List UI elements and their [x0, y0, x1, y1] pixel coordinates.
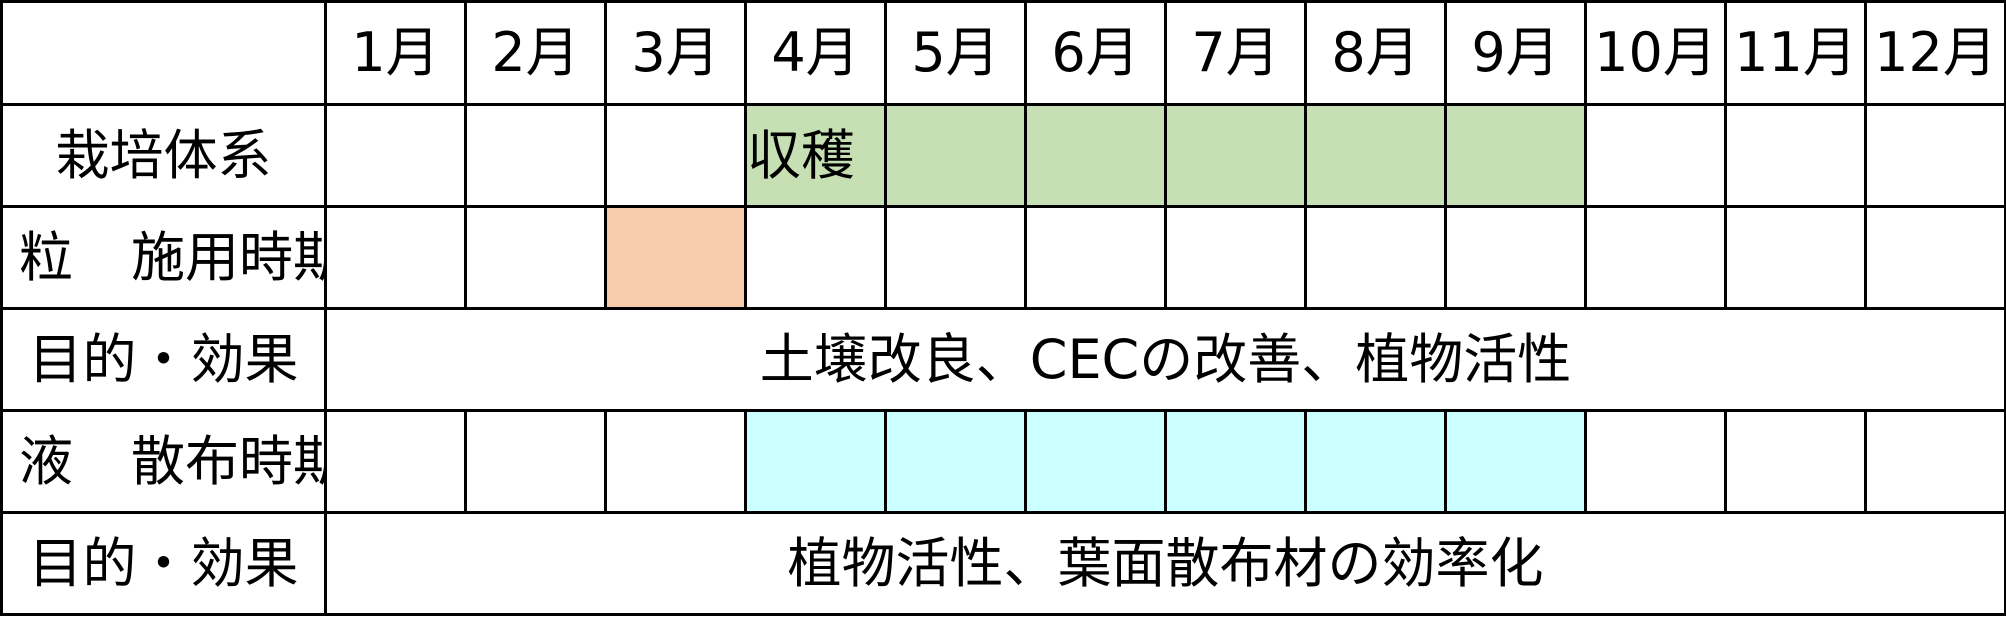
harvest-period-cell: [1164, 103, 1307, 208]
schedule-cell: [1864, 205, 2006, 310]
liquid-purpose-text: 植物活性、葉面散布材の効率化: [324, 511, 2006, 616]
month-header-cell: 1月: [324, 0, 467, 106]
month-header-cell: 9月: [1444, 0, 1587, 106]
row-label-liquid-spray: 液散布時期: [0, 409, 327, 514]
month-header-cell: 10月: [1584, 0, 1727, 106]
row-label-main: 散布時期: [131, 429, 326, 493]
harvest-cell: 収穫: [744, 103, 887, 208]
month-header-cell: 7月: [1164, 0, 1307, 106]
month-header-cell: 6月: [1024, 0, 1167, 106]
schedule-cell: [1724, 103, 1867, 208]
corner-cell: [0, 0, 327, 106]
liquid-spray-period-cell: [1444, 409, 1587, 514]
cultivation-system-row: 栽培体系 収穫: [0, 103, 2006, 208]
liquid-spray-period-cell: [1024, 409, 1167, 514]
granule-application-row: 粒施用時期: [0, 205, 2006, 310]
schedule-cell: [324, 409, 467, 514]
schedule-cell: [1724, 205, 1867, 310]
schedule-cell: [604, 103, 747, 208]
granule-purpose-text: 土壌改良、CECの改善、植物活性: [324, 307, 2006, 412]
month-header-cell: 5月: [884, 0, 1027, 106]
row-label-granule-application: 粒施用時期: [0, 205, 327, 310]
schedule-cell: [1164, 205, 1307, 310]
schedule-cell: [1584, 409, 1727, 514]
schedule-cell: [604, 409, 747, 514]
schedule-cell: [1864, 103, 2006, 208]
granule-purpose-row: 目的・効果 土壌改良、CECの改善、植物活性: [0, 307, 2006, 412]
schedule-cell: [1584, 103, 1727, 208]
liquid-spray-period-cell: [1164, 409, 1307, 514]
schedule-cell: [464, 409, 607, 514]
harvest-period-cell: [884, 103, 1027, 208]
liquid-spray-period-cell: [1304, 409, 1447, 514]
liquid-spray-row: 液散布時期: [0, 409, 2006, 514]
month-header-cell: 3月: [604, 0, 747, 106]
month-header-cell: 2月: [464, 0, 607, 106]
schedule-cell: [1304, 205, 1447, 310]
schedule-cell: [1444, 205, 1587, 310]
harvest-period-cell: [1024, 103, 1167, 208]
schedule-cell: [1584, 205, 1727, 310]
schedule-cell: [324, 205, 467, 310]
schedule-cell: [324, 103, 467, 208]
month-header-row: 1月 2月 3月 4月 5月 6月 7月 8月 9月 10月 11月 12月: [0, 0, 2006, 106]
schedule-cell: [1724, 409, 1867, 514]
schedule-cell: [1024, 205, 1167, 310]
month-header-cell: 4月: [744, 0, 887, 106]
harvest-period-cell: [1304, 103, 1447, 208]
row-label-purpose-effect: 目的・効果: [0, 307, 327, 412]
schedule-cell: [464, 103, 607, 208]
month-header-cell: 12月: [1864, 0, 2006, 106]
schedule-cell: [464, 205, 607, 310]
row-label-main: 施用時期: [131, 225, 326, 289]
month-header-cell: 11月: [1724, 0, 1867, 106]
liquid-spray-period-cell: [884, 409, 1027, 514]
granule-application-period-cell: [604, 205, 747, 310]
schedule-cell: [744, 205, 887, 310]
row-label-prefix: 粒: [19, 225, 73, 289]
schedule-cell: [1864, 409, 2006, 514]
harvest-period-cell: [1444, 103, 1587, 208]
liquid-spray-period-cell: [744, 409, 887, 514]
row-label-purpose-effect: 目的・効果: [0, 511, 327, 616]
liquid-purpose-row: 目的・効果 植物活性、葉面散布材の効率化: [0, 511, 2006, 616]
row-label-cultivation-system: 栽培体系: [0, 103, 327, 208]
row-label-prefix: 液: [19, 429, 73, 493]
month-header-cell: 8月: [1304, 0, 1447, 106]
schedule-cell: [884, 205, 1027, 310]
